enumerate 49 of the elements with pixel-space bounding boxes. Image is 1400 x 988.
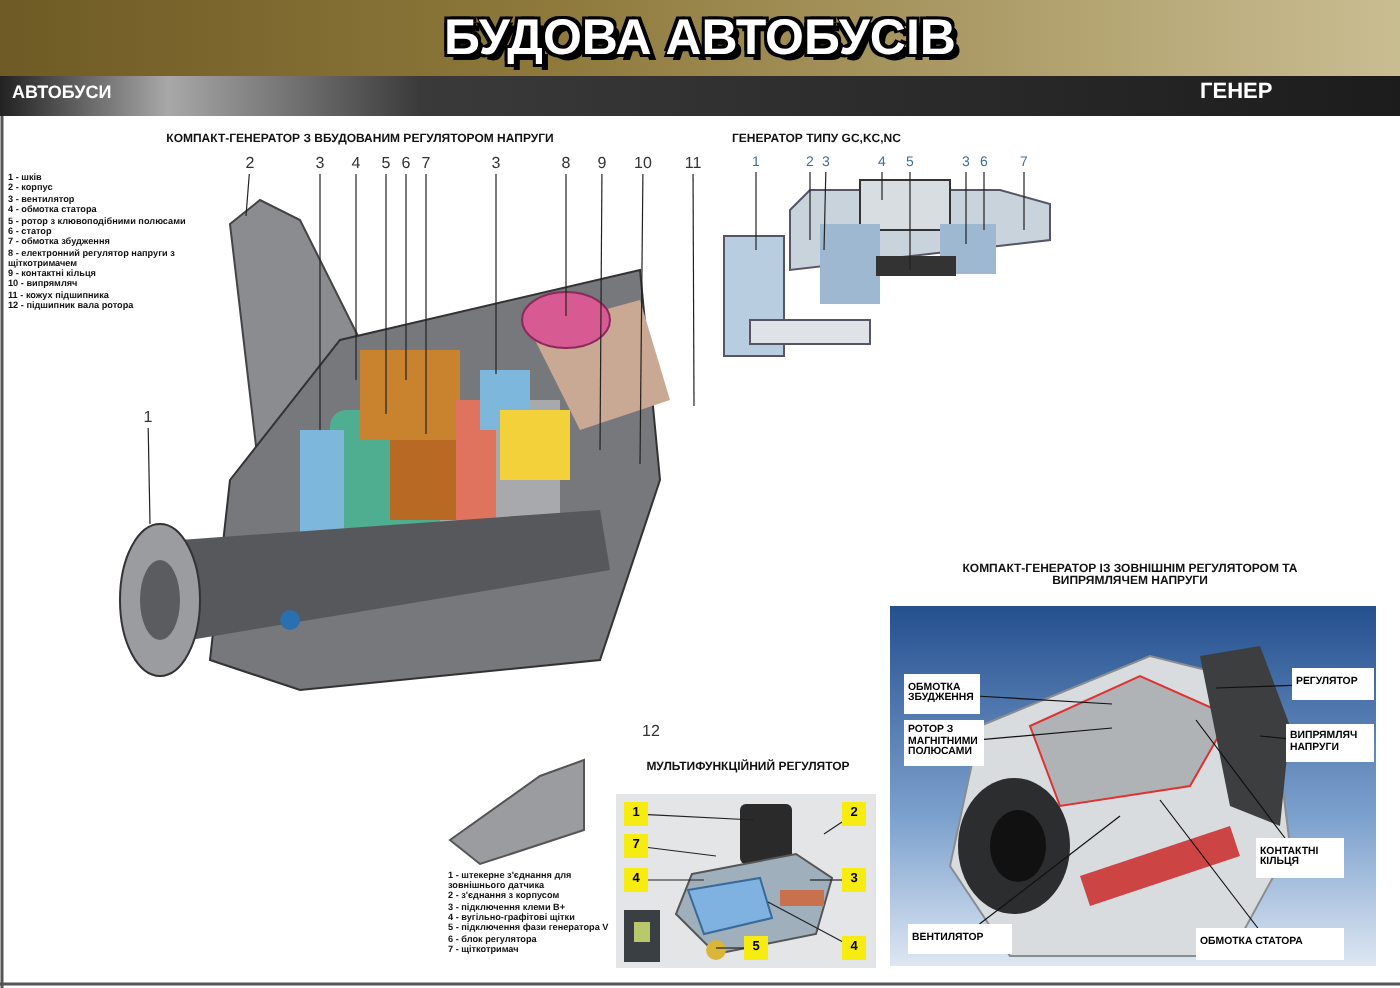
leader-line: [147, 427, 151, 525]
leader-line: [983, 171, 985, 231]
leader-line: [1215, 684, 1293, 689]
section-heading: АВТОБУСИ: [12, 84, 114, 103]
leader-line: [809, 879, 843, 881]
leader-line: [245, 173, 250, 217]
leader-line: [599, 173, 603, 451]
leader-line: [978, 815, 1121, 925]
leader-line: [881, 171, 883, 201]
leader-line: [909, 171, 911, 271]
page-title: БУДОВА АВТОБУСІВ: [442, 10, 958, 68]
leader-line: [965, 171, 967, 245]
leader-line: [565, 173, 567, 317]
leader-line: [639, 173, 644, 465]
callout-number: 1: [138, 408, 158, 428]
callout-number: 6: [398, 156, 414, 174]
leader-line: [983, 727, 1113, 741]
leader-line: [1259, 735, 1287, 740]
leader-line: [319, 173, 321, 431]
leader-line: [385, 173, 387, 415]
leader-line: [823, 821, 843, 835]
callout-number: 3: [488, 156, 504, 174]
leader-line: [692, 173, 695, 407]
callout-number: 9: [594, 156, 610, 174]
leader-line: [405, 173, 407, 381]
leader-line: [823, 171, 827, 251]
leader-line: [979, 695, 1113, 705]
leader-line: [755, 171, 757, 251]
leader-line: [715, 947, 745, 949]
callout-number: 12: [642, 724, 662, 741]
leader-line: [647, 879, 705, 881]
callout-number: 3: [312, 156, 328, 174]
leader-line: [647, 846, 717, 857]
leader-line: [495, 173, 497, 375]
callout-number: 8: [558, 156, 574, 174]
leader-line: [1023, 171, 1025, 231]
callout-number: 4: [348, 156, 364, 174]
leader-line: [647, 814, 755, 821]
callout-number: 2: [242, 156, 258, 174]
leader-line: [1159, 799, 1259, 929]
callout-number: 7: [418, 156, 434, 174]
leader-line: [767, 901, 843, 943]
callout-number: 5: [378, 156, 394, 174]
leader-line: [425, 173, 427, 435]
callout-number: 10: [630, 156, 656, 174]
leader-line: [355, 173, 357, 381]
section-heading: ГЕНЕР: [1200, 82, 1275, 106]
callout-number: 11: [680, 156, 706, 174]
leader-line: [809, 171, 811, 241]
